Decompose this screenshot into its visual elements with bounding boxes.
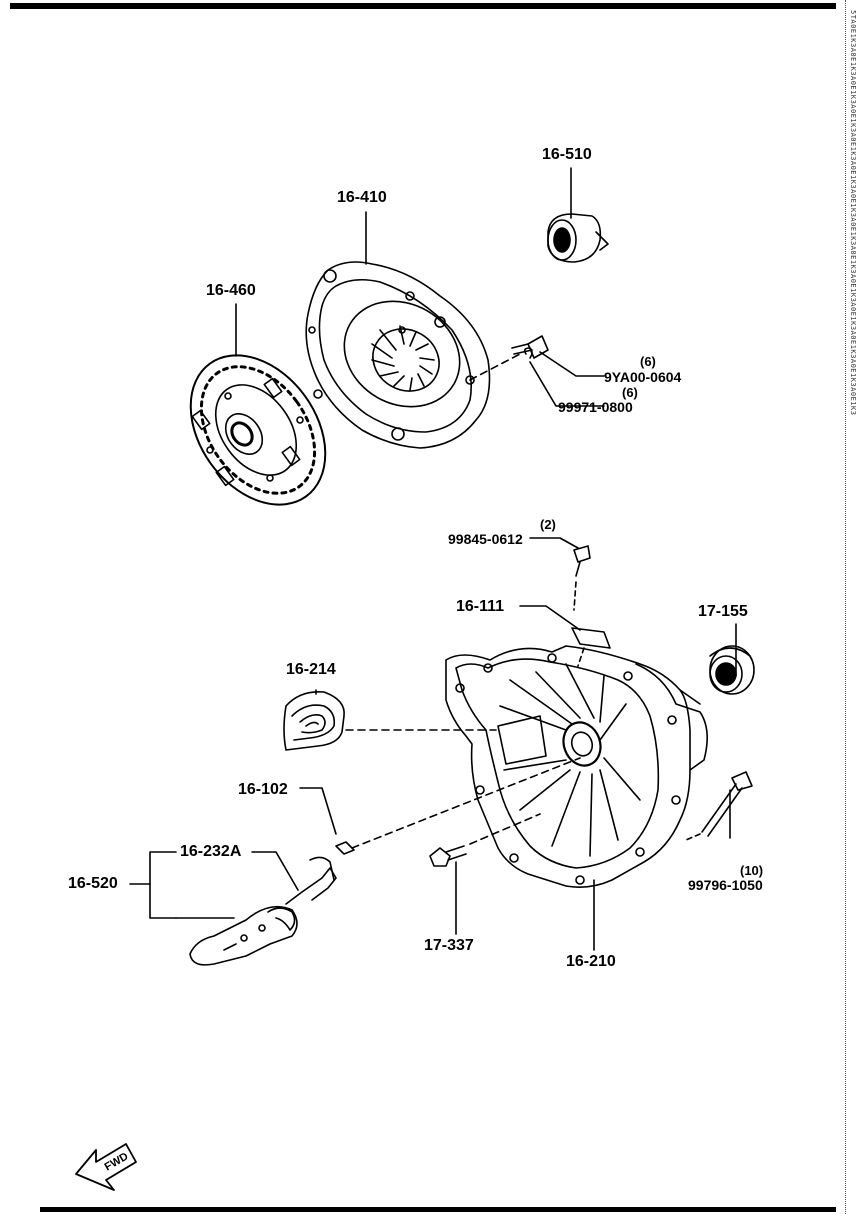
release-fork-drawing — [189, 905, 298, 966]
label-17-155: 17-155 — [698, 603, 748, 620]
label-9ya00-0604: 9YA00-0604 — [604, 369, 682, 385]
clutch-disc-drawing — [189, 303, 327, 506]
bottom-rule — [40, 1207, 836, 1212]
label-99971-0800: 99971-0800 — [558, 399, 633, 415]
label-16-102: 16-102 — [238, 781, 288, 798]
release-boot-drawing — [283, 689, 497, 751]
housing-bolt-drawing — [685, 771, 753, 841]
release-bearing-drawing — [547, 167, 609, 263]
label-16-214: 16-214 — [286, 661, 336, 678]
label-16-460: 16-460 — [206, 282, 256, 299]
label-16-520: 16-520 — [68, 875, 118, 892]
edge-strip: 5TA0E1K3A0E1K3A0E1K3A0E1K3A0E1K3A0E1K3A0… — [845, 0, 862, 1214]
label-99796-1050: 99796-1050 — [688, 877, 763, 893]
clutch-cover-drawing — [305, 211, 521, 449]
top-rule — [10, 3, 836, 9]
pivot-pin-drawing — [299, 757, 581, 855]
cover-bolt-drawing — [511, 335, 605, 377]
label-17-337: 17-337 — [424, 937, 474, 954]
label-16-232a: 16-232A — [180, 843, 242, 860]
qty-9ya00-0604: (6) — [640, 354, 656, 369]
cover-washer-drawing — [523, 347, 605, 407]
qty-99971-0800: (6) — [622, 385, 638, 400]
label-16-410: 16-410 — [337, 189, 387, 206]
qty-99845-0612: (2) — [540, 517, 556, 532]
service-hole-cover-drawing — [519, 605, 611, 667]
edge-code-text: 5TA0E1K3A0E1K3A0E1K3A0E1K3A0E1K3A0E1K3A0… — [849, 10, 857, 416]
plug-bolt-drawing — [529, 537, 591, 611]
pilot-bearing-drawing — [709, 623, 755, 695]
retaining-clip-drawing — [251, 851, 337, 905]
clutch-housing-drawing — [445, 645, 708, 951]
label-16-510: 16-510 — [542, 146, 592, 163]
bracket-lines — [129, 851, 235, 919]
fwd-arrow-icon — [75, 1143, 137, 1191]
stud-bolt-drawing — [429, 813, 541, 935]
label-16-111: 16-111 — [456, 598, 505, 615]
qty-99796-1050: (10) — [740, 863, 764, 878]
label-99845-0612: 99845-0612 — [448, 531, 523, 547]
label-16-210: 16-210 — [566, 953, 616, 970]
